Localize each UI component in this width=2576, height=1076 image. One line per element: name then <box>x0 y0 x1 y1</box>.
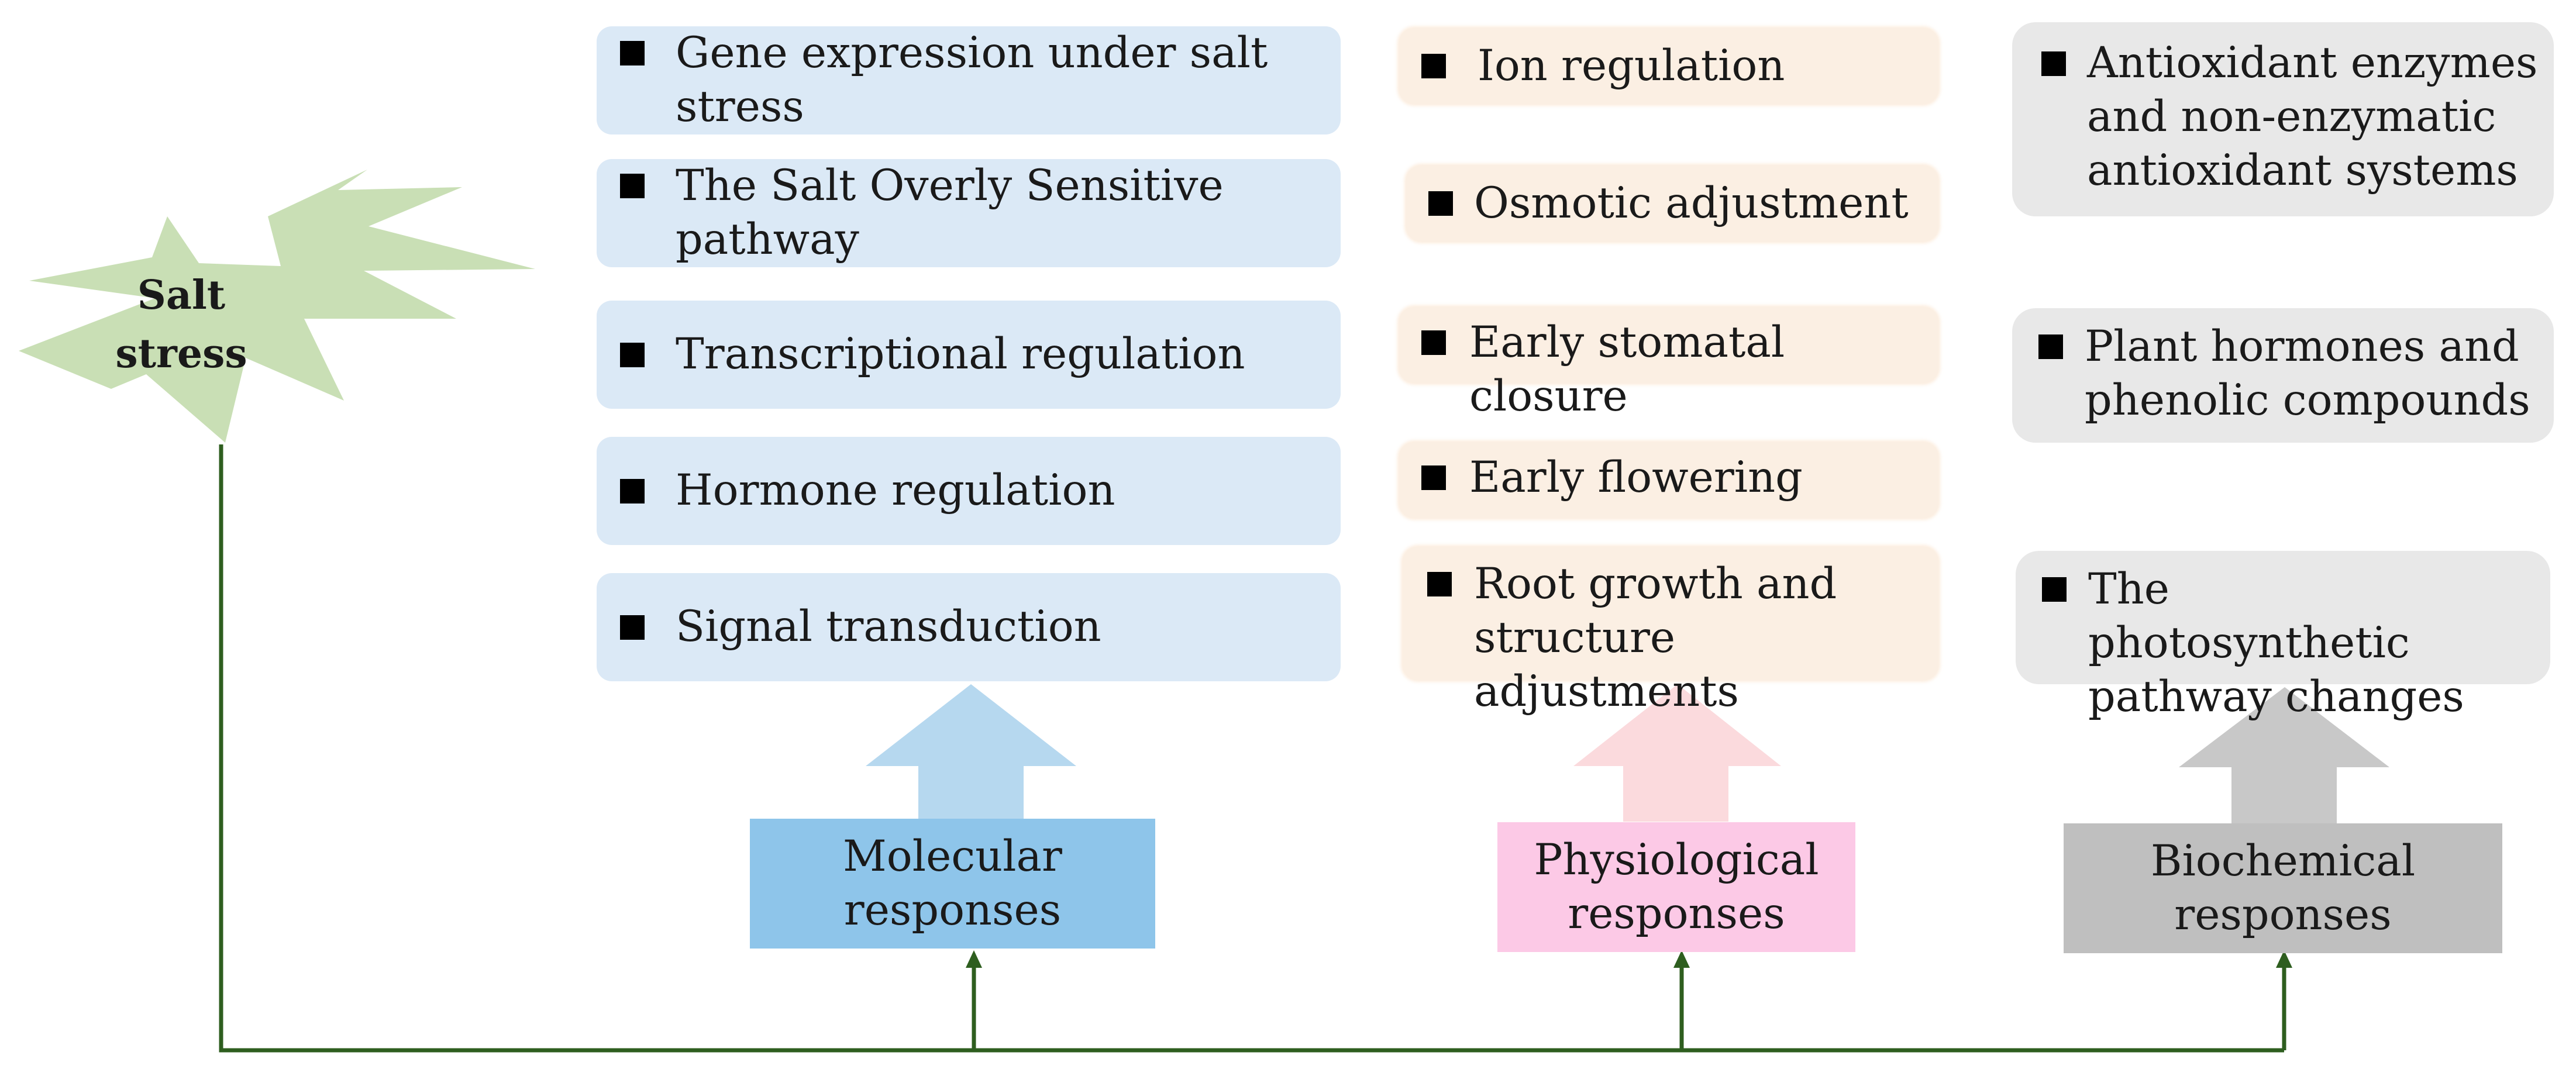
physiological-item-box: Root growth and structure adjustments <box>1403 547 1938 716</box>
bullet-icon <box>1428 191 1453 216</box>
physiological-item-box: Ion regulation <box>1399 28 1938 104</box>
bullet-icon <box>620 615 645 640</box>
bullet-icon <box>2041 51 2066 76</box>
bullet-icon <box>2042 577 2067 602</box>
biochemical-item-box: Antioxidant enzymes and non-enzymatic an… <box>2012 22 2554 216</box>
physiological-item-box: Osmotic adjustment <box>1406 165 1938 242</box>
biochemical-item-box: Plant hormones and phenolic compounds <box>2012 308 2554 443</box>
connector-lines <box>219 444 2286 1053</box>
molecular-item-box: The Salt Overly Sensitive pathway <box>597 159 1341 267</box>
bullet-icon <box>620 479 645 503</box>
physiological-item-box: Early stomatal closure <box>1399 307 1938 421</box>
physiological-up-arrow <box>1573 684 1781 822</box>
molecular-item-label: Signal transduction <box>676 602 1101 651</box>
connector-arrowheads <box>966 950 2292 968</box>
molecular-item-box: Transcriptional regulation <box>597 301 1341 409</box>
biochemical-item-label: The photosynthetic pathway changes <box>2088 564 2464 722</box>
physiological-item-label: Early stomatal closure <box>1469 318 1785 421</box>
biochemical-item-label: Antioxidant enzymes and non-enzymatic an… <box>2087 38 2538 195</box>
biochemical-item-box: The photosynthetic pathway changes <box>2016 551 2550 722</box>
physiological-item-label: Ion regulation <box>1478 41 1785 91</box>
salt-stress-star-shape <box>19 170 535 443</box>
bullet-icon <box>1421 330 1446 355</box>
physiological-responses-box: Physiological responses <box>1497 822 1855 952</box>
molecular-item-label: The Salt Overly Sensitive pathway <box>676 161 1224 264</box>
physiological-item-label: Early flowering <box>1469 453 1803 502</box>
bullet-icon <box>1421 465 1446 490</box>
biochemical-up-arrow <box>2179 687 2389 823</box>
molecular-up-arrow <box>866 684 1076 819</box>
biochemical-responses-box: Biochemical responses <box>2064 823 2502 953</box>
molecular-item-label: Gene expression under salt stress <box>676 28 1268 132</box>
molecular-responses-box: Molecular responses <box>750 819 1155 949</box>
molecular-item-box: Hormone regulation <box>597 437 1341 545</box>
molecular-item-box: Gene expression under salt stress <box>597 26 1341 134</box>
physiological-item-box: Early flowering <box>1399 442 1938 518</box>
bullet-icon <box>620 343 645 367</box>
bullet-icon <box>2038 334 2063 359</box>
molecular-item-label: Transcriptional regulation <box>676 329 1245 379</box>
bullet-icon <box>620 41 645 65</box>
bullet-icon <box>1421 54 1446 78</box>
biochemical-item-label: Plant hormones and phenolic compounds <box>2085 322 2530 425</box>
physiological-item-label: Root growth and structure adjustments <box>1474 559 1837 716</box>
molecular-item-label: Hormone regulation <box>676 465 1115 515</box>
molecular-item-box: Signal transduction <box>597 573 1341 681</box>
physiological-item-label: Osmotic adjustment <box>1474 178 1909 228</box>
bullet-icon <box>1427 572 1452 596</box>
salt-stress-label: Salt stress <box>115 272 247 377</box>
bullet-icon <box>620 174 645 198</box>
